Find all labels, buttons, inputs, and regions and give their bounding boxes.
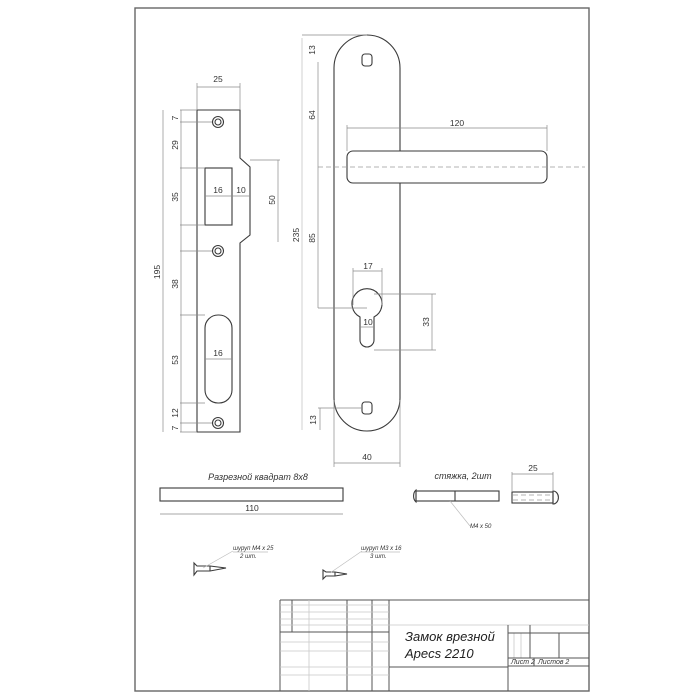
dim-cylinder-top-width: 17 [363,261,373,271]
dim-slot-width: 16 [213,348,223,358]
screw-m3: шуруп M3 x 16 3 шт. [322,546,402,581]
dim-plate-width: 25 [213,74,223,84]
mounting-hole-inner-icon [214,118,222,126]
dim-latch-offset: 10 [236,185,246,195]
title-block: Замок врезной Apecs 2210 Лист 2 Листов 2 [279,599,589,691]
spindle-label: Разрезной квадрат 8х8 [208,472,308,482]
dim-cylinder-height: 33 [421,317,431,327]
screw-m4-qty: 2 шт. [239,554,257,560]
dim-to-handle-axis: 64 [307,110,317,120]
sleeve-head-icon [552,490,559,505]
drawing-title: Замок врезной [405,629,495,644]
bolt-sleeve [511,491,554,504]
dim-cylinder-slot-width: 10 [363,317,373,327]
latch-window [204,167,233,226]
tie-bolt-label: стяжка, 2шт [434,471,492,481]
dim-plate-bottom-hole: 13 [308,415,318,425]
drawing-frame [134,7,590,692]
dim-slot-height: 53 [170,355,180,365]
screw-m3-spec: шуруп M3 x 16 [361,546,402,552]
dim-axis-to-cylinder: 85 [307,233,317,243]
tie-bolt-callout: M4 x 50 [470,524,492,530]
dim-mid-to-slot: 38 [170,279,180,289]
handle-plate: 235 13 64 85 120 17 10 33 13 40 [291,34,585,467]
dim-spindle-length: 110 [245,503,259,513]
bolt-head-icon [413,488,417,504]
mounting-hole-inner-icon [214,247,222,255]
strike-plate-outline [196,109,251,433]
mounting-hole-icon [211,416,225,430]
screw-m4: шуруп M4 x 25 2 шт. [193,546,274,577]
dim-top-hole: 7 [170,115,180,120]
dim-latch-height: 35 [170,192,180,202]
mounting-hole-icon [211,115,225,129]
strike-plate: 25 7 29 35 38 53 12 7 195 16 10 50 16 [152,74,280,433]
bolt-shaft [415,490,500,502]
dim-total-height: 195 [152,265,162,279]
dim-to-latch: 29 [170,140,180,150]
screw-icon [193,561,227,577]
dim-notch-height: 50 [267,195,277,205]
dim-plate-total-height: 235 [291,228,301,242]
mounting-hole-inner-icon [214,419,222,427]
square-hole-icon [361,401,373,415]
square-hole-icon [361,53,373,67]
dim-handle-length: 120 [450,118,464,128]
tie-bolt: стяжка, 2шт M4 x 50 25 [413,463,559,530]
mounting-hole-icon [211,244,225,258]
sheet-number: Лист 2 [510,659,535,666]
screw-icon [322,568,348,581]
dim-slot-to-hole: 12 [170,408,180,418]
spindle: Разрезной квадрат 8х8 110 [159,472,344,515]
dim-plate-top-hole: 13 [307,45,317,55]
spindle-bar [159,487,344,502]
dim-latch-width: 16 [213,185,223,195]
dim-sleeve-length: 25 [528,463,538,473]
screw-m4-spec: шуруп M4 x 25 [233,546,274,552]
handle-plate-outline [333,34,401,432]
screw-m3-qty: 3 шт. [370,554,387,560]
sheets-total: Листов 2 [537,659,569,666]
drawing-model: Apecs 2210 [404,646,474,661]
dim-bottom-hole: 7 [170,425,180,430]
dim-plate-width: 40 [362,452,372,462]
